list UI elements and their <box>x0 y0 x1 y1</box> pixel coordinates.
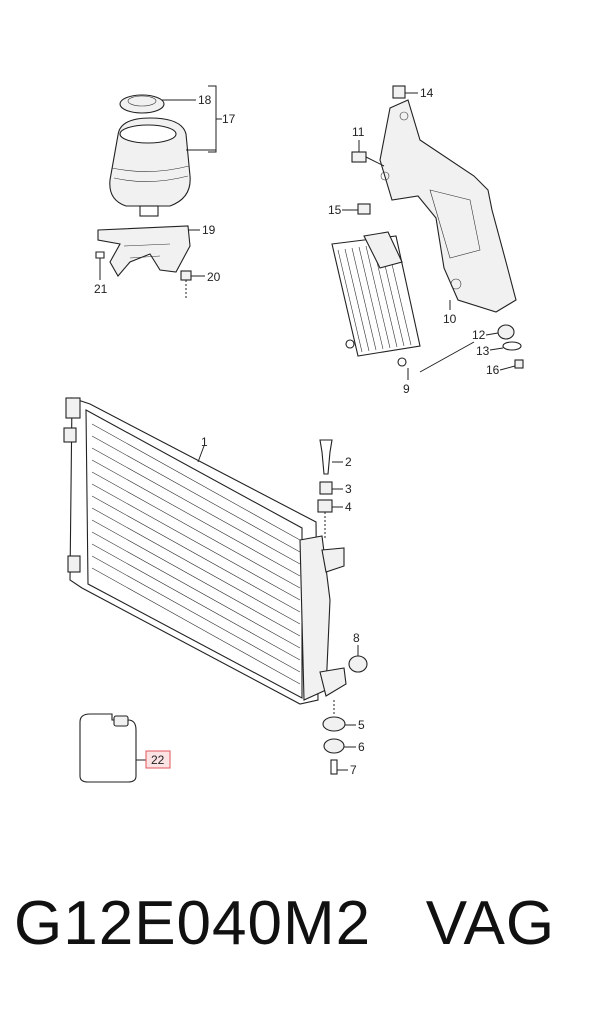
callout-16: 16 <box>486 363 500 377</box>
callout-20: 20 <box>207 270 221 284</box>
callout-22: 22 <box>151 753 165 767</box>
tank-cap <box>119 94 165 114</box>
callout-11: 11 <box>352 125 365 139</box>
tank-bracket <box>97 225 191 277</box>
callout-17: 17 <box>222 112 236 126</box>
expansion-tank-group <box>95 94 192 298</box>
callout-15: 15 <box>328 203 342 217</box>
callout-3: 3 <box>345 482 352 496</box>
callout-12: 12 <box>472 328 486 342</box>
callout-7: 7 <box>350 763 357 777</box>
callout-10: 10 <box>443 312 457 326</box>
callout-4: 4 <box>345 500 352 514</box>
callout-6: 6 <box>358 740 365 754</box>
callout-18: 18 <box>198 93 212 107</box>
drain-parts <box>322 655 368 775</box>
parts-diagram: 18 17 19 20 21 14 11 15 10 12 13 16 9 1 … <box>63 85 524 783</box>
callout-13: 13 <box>476 344 490 358</box>
callout-labels: 18 17 19 20 21 14 11 15 10 12 13 16 9 1 … <box>94 86 500 777</box>
callout-8: 8 <box>353 631 360 645</box>
callout-1: 1 <box>201 435 208 449</box>
callout-2: 2 <box>345 455 352 469</box>
sensor-parts <box>317 439 333 540</box>
leader-lines <box>99 85 516 771</box>
auxiliary-radiator-group <box>331 85 524 369</box>
callout-5: 5 <box>358 718 365 732</box>
callout-14: 14 <box>420 86 434 100</box>
main-radiator-group <box>63 397 347 705</box>
callout-19: 19 <box>202 223 216 237</box>
callout-21: 21 <box>94 282 108 296</box>
part-number-label: G12E040M2 VAG <box>14 889 556 958</box>
coolant-container <box>79 713 137 783</box>
callout-22-highlight <box>145 750 171 769</box>
callout-9: 9 <box>403 382 410 396</box>
radiator-bracket <box>379 99 517 313</box>
